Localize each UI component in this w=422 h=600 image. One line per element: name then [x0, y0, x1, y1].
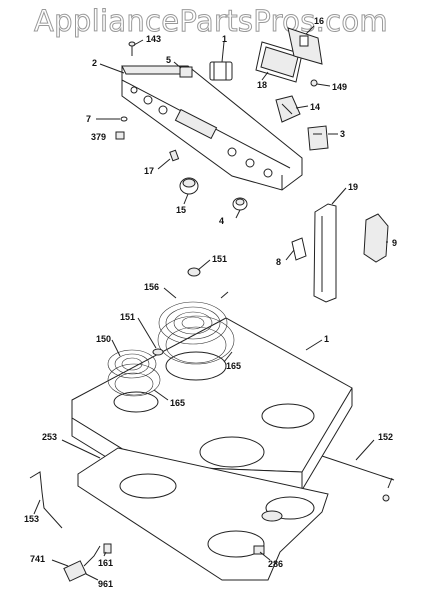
callout-1: 1: [324, 334, 329, 344]
drip-pan-part-165-large: [157, 315, 235, 365]
switch-part-14: [275, 95, 301, 123]
callout-3: 3: [340, 129, 345, 139]
callout-149: 149: [332, 82, 347, 92]
callout-165-b: 165: [170, 398, 185, 408]
callout-8: 8: [276, 257, 281, 267]
bracket-part-8: [291, 237, 307, 261]
switch-part-1: [209, 61, 233, 81]
callout-153: 153: [24, 514, 39, 524]
timer-part-16: [287, 27, 323, 65]
callout-143: 143: [146, 34, 161, 44]
callout-961: 961: [98, 579, 113, 589]
clip-part-7: [120, 116, 128, 122]
callout-150: 150: [96, 334, 111, 344]
terminal-block-part-961: [63, 545, 101, 582]
wire-part-153: [29, 471, 63, 529]
clip-part-161: [103, 543, 112, 554]
callout-7: 7: [86, 114, 91, 124]
knob-part-4: [232, 197, 248, 211]
switch-part-3: [307, 125, 329, 151]
lens-part-18: [255, 41, 303, 83]
callout-14: 14: [310, 102, 320, 112]
callout-5: 5: [166, 55, 171, 65]
callout-151-b: 151: [120, 312, 135, 322]
bracket-part-379: [115, 131, 125, 140]
callout-286: 286: [268, 559, 283, 569]
callout-379: 379: [91, 132, 106, 142]
bracket-part-9: [363, 213, 389, 263]
callout-161: 161: [98, 558, 113, 568]
drip-pan-part-165-small: [107, 363, 161, 397]
screw-part-149: [310, 79, 318, 87]
callout-1-top: 1: [222, 34, 227, 44]
callout-19: 19: [348, 182, 358, 192]
callout-4: 4: [219, 216, 224, 226]
indicator-light-part-17: [169, 149, 180, 162]
receptacle-part-151-b: [152, 348, 164, 356]
leader-lines: [33, 25, 388, 581]
callout-17: 17: [144, 166, 154, 176]
callout-2: 2: [92, 58, 97, 68]
knob-part-15: [179, 177, 199, 195]
rod-part-152: [321, 455, 395, 502]
callout-165-a: 165: [226, 361, 241, 371]
callout-253: 253: [42, 432, 57, 442]
callout-156: 156: [144, 282, 159, 292]
callout-16: 16: [314, 16, 324, 26]
bracket-part-286: [253, 545, 265, 555]
clock-part-5: [179, 66, 193, 78]
surface-element-part-156: [158, 291, 229, 345]
burner-box-part-253: [77, 447, 329, 581]
surface-element-part-150: [107, 349, 157, 379]
screw-part-143: [128, 41, 136, 56]
callout-9: 9: [392, 238, 397, 248]
callout-741: 741: [30, 554, 45, 564]
side-bracket-part-19: [313, 203, 337, 303]
control-panel-part-2: [121, 65, 303, 191]
callout-152: 152: [378, 432, 393, 442]
receptacle-part-151-a: [187, 267, 201, 277]
callout-18: 18: [257, 80, 267, 90]
callout-labels: 143 16 1 2 5 18 149 14 7 379 3 17 19 15 …: [24, 16, 397, 589]
callout-151-a: 151: [212, 254, 227, 264]
watermark: AppliancePartsPros.com: [34, 4, 389, 39]
callout-15: 15: [176, 205, 186, 215]
